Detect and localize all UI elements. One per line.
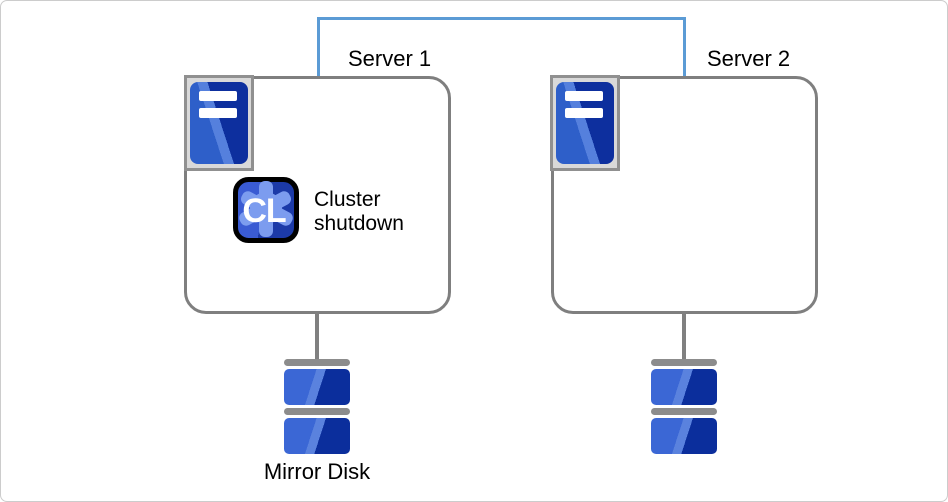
- disk-connector-server2: [682, 311, 686, 360]
- server-tower-slot: [199, 108, 237, 118]
- server2-label: Server 2: [707, 46, 791, 71]
- disk-platter: [651, 369, 717, 405]
- interconnect-drop-server1: [317, 17, 320, 77]
- disk-divider: [284, 408, 350, 415]
- mirror-disk-label: Mirror Disk: [263, 459, 371, 484]
- cluster-shutdown-label: Cluster shutdown: [314, 188, 404, 235]
- cluster-app-icon: CL: [233, 177, 299, 243]
- disk-platter: [284, 369, 350, 405]
- gear-splat-shape: [239, 181, 293, 237]
- interconnect-line: [317, 17, 686, 20]
- mirror-disk-icon: [651, 359, 717, 454]
- disk-cap: [284, 359, 350, 366]
- interconnect-drop-server2: [683, 17, 686, 77]
- disk-platter: [651, 418, 717, 454]
- server-tower-panel: [190, 82, 248, 164]
- disk-connector-server1: [315, 311, 319, 360]
- disk-cap: [651, 359, 717, 366]
- server-tower-slot: [565, 108, 603, 118]
- server-tower-icon: [184, 75, 254, 171]
- server-tower-slot: [565, 91, 603, 101]
- disk-divider: [651, 408, 717, 415]
- server-tower-slot: [199, 91, 237, 101]
- server-tower-icon: [550, 75, 620, 171]
- server1-label: Server 1: [348, 46, 432, 71]
- server-tower-panel: [556, 82, 614, 164]
- disk-platter: [284, 418, 350, 454]
- mirror-disk-icon: [284, 359, 350, 454]
- cluster-icon-letters: CL: [242, 192, 286, 230]
